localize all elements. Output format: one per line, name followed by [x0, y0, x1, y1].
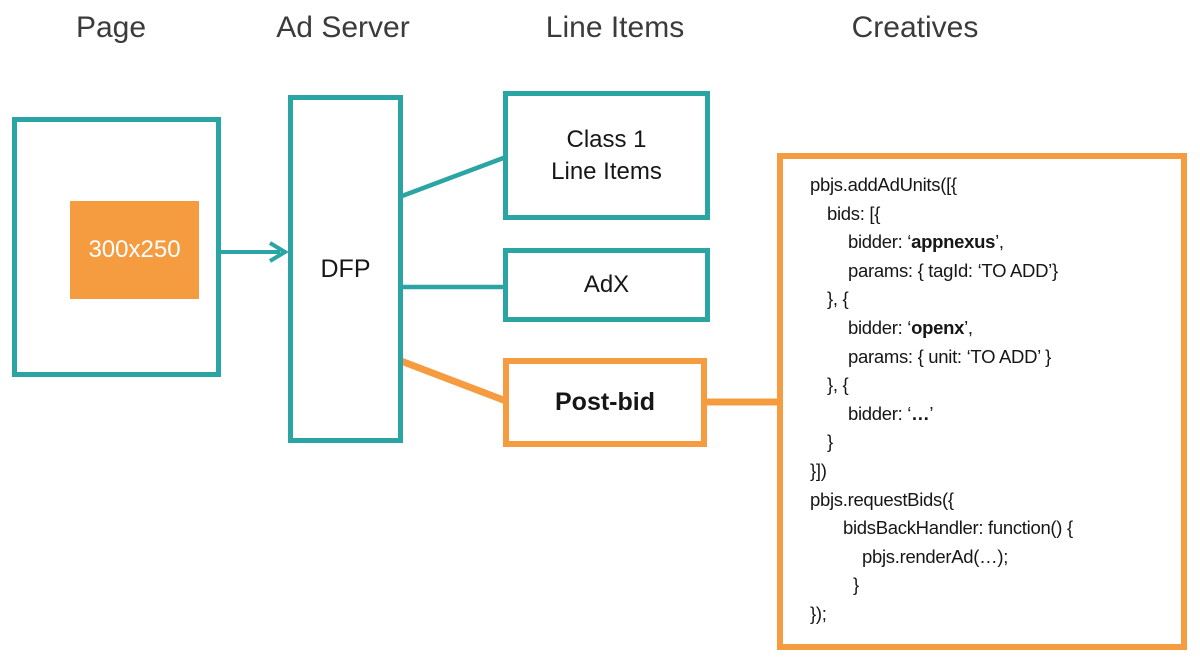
code-segment: }, { — [827, 374, 849, 396]
code-segment: ’, — [964, 316, 973, 338]
code-segment: }]) — [810, 459, 827, 481]
code-line: params: { tagId: ‘TO ADD’} — [810, 257, 1180, 286]
code-line: bidder: ‘openx’, — [810, 314, 1180, 343]
code-line: bidder: ‘appnexus’, — [810, 228, 1180, 257]
code-line: } — [810, 428, 1180, 457]
ad-slot-label: 300x250 — [88, 236, 181, 263]
code-segment: pbjs.renderAd(…); — [862, 545, 1009, 567]
code-line: pbjs.renderAd(…); — [810, 543, 1180, 572]
class1-label-line2: Line Items — [551, 157, 662, 185]
code-segment: params: { tagId: ‘TO ADD’} — [848, 259, 1058, 281]
code-segment: bidder: ‘ — [848, 402, 912, 424]
connector-dfp-to-class1 — [401, 154, 507, 199]
dfp-box: DFP — [288, 95, 403, 443]
postbid-box: Post-bid — [503, 358, 707, 447]
adx-box: AdX — [503, 248, 710, 322]
code-line: pbjs.requestBids({ — [810, 486, 1180, 515]
code-segment: ’, — [995, 231, 1004, 253]
code-line: } — [810, 571, 1180, 600]
column-header-creatives: Creatives — [851, 11, 979, 44]
class1-line-items-box: Class 1 Line Items — [503, 91, 710, 220]
code-line: bidder: ‘…’ — [810, 400, 1180, 429]
connector-dfp-to-postbid — [399, 357, 508, 405]
code-segment: bidsBackHandler: function() { — [843, 517, 1073, 539]
adx-label: AdX — [583, 271, 630, 298]
code-segment: } — [853, 574, 859, 596]
creatives-code-box — [777, 153, 1187, 650]
code-segment-bold: openx — [911, 316, 965, 338]
postbid-label: Post-bid — [555, 388, 655, 416]
code-segment: pbjs.addAdUnits([{ — [810, 174, 957, 195]
column-header-ad-server: Ad Server — [276, 11, 410, 44]
code-line: }); — [810, 600, 1180, 629]
class1-label-line1: Class 1 — [566, 125, 647, 153]
code-segment: bidder: ‘ — [848, 231, 912, 253]
ad-slot-300x250: 300x250 — [70, 201, 199, 299]
creatives-code: pbjs.addAdUnits([{bids: [{bidder: ‘appne… — [810, 171, 1180, 629]
column-header-line-items: Line Items — [545, 11, 685, 44]
code-segment-bold: … — [911, 402, 930, 424]
code-segment-bold: appnexus — [911, 231, 996, 253]
arrow-adslot-to-dfp-head — [268, 241, 289, 263]
code-segment: ’ — [929, 402, 934, 424]
code-line: }]) — [810, 457, 1180, 486]
code-line: }, { — [810, 285, 1180, 314]
class1-label: Class 1 Line Items — [551, 124, 662, 188]
code-segment: params: { unit: ‘TO ADD’ } — [848, 345, 1051, 367]
code-segment: bids: [{ — [827, 202, 881, 224]
code-line: params: { unit: ‘TO ADD’ } — [810, 343, 1180, 372]
code-segment: }); — [810, 602, 827, 624]
code-segment: bidder: ‘ — [848, 316, 912, 338]
code-segment: } — [827, 431, 833, 453]
code-segment: }, { — [827, 288, 849, 310]
code-line: bidsBackHandler: function() { — [810, 514, 1180, 543]
code-line: bids: [{ — [810, 200, 1180, 229]
code-line: }, { — [810, 371, 1180, 400]
code-segment: pbjs.requestBids({ — [810, 488, 954, 510]
column-header-page: Page — [75, 11, 147, 44]
code-line: pbjs.addAdUnits([{ — [810, 171, 1180, 200]
dfp-label: DFP — [320, 254, 371, 283]
